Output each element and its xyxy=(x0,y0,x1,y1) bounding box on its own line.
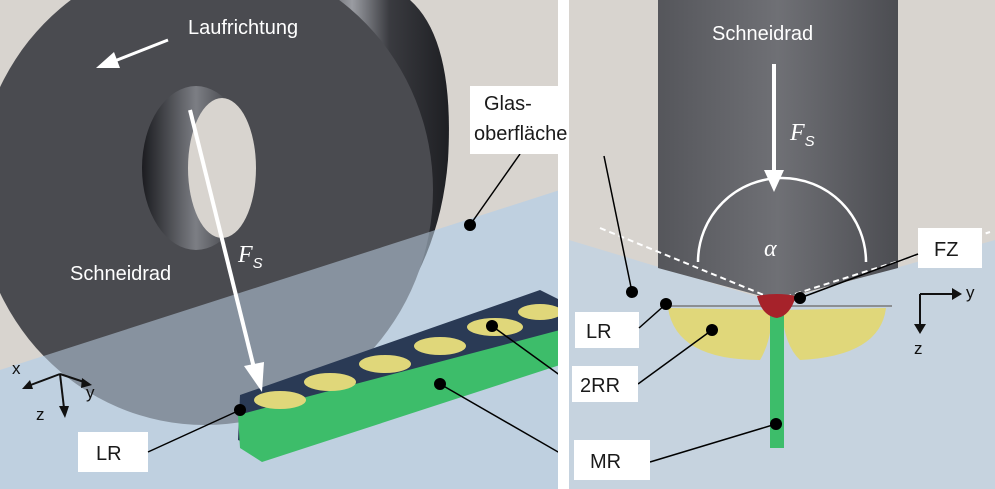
median-crack-right xyxy=(770,310,784,448)
fz-label-box xyxy=(918,228,982,268)
lr-label-right: LR xyxy=(586,321,612,343)
lr-leader-left xyxy=(147,409,241,453)
lateral-crack-lobes xyxy=(254,304,558,409)
fz-leader xyxy=(799,253,919,299)
axis-y-label-left: y xyxy=(86,383,95,402)
mr-marker-right xyxy=(770,418,782,430)
edge-line-left xyxy=(599,227,777,301)
panel-divider xyxy=(558,0,569,489)
rr-leader-right xyxy=(637,329,713,385)
force-arrowhead-right xyxy=(764,170,784,192)
lr-label-box-left xyxy=(78,432,148,472)
axes-left xyxy=(22,373,92,418)
lr-label-left: LR xyxy=(96,443,122,465)
force-symbol-right: FS xyxy=(789,120,815,150)
force-arrowhead-left xyxy=(244,362,264,392)
right-panel: α Schneidrad FS LR FZ xyxy=(569,0,995,489)
fz-label: FZ xyxy=(934,239,958,261)
lateral-crack-left xyxy=(668,308,772,360)
glass-label-box-top xyxy=(470,86,566,154)
force-symbol-left: FS xyxy=(237,242,263,272)
edge-line-right xyxy=(775,231,991,301)
rr-marker xyxy=(486,320,498,332)
mr-leader-right xyxy=(649,423,777,463)
wheel-label-left: Schneidrad xyxy=(70,263,171,285)
glass-marker-right xyxy=(626,286,638,298)
wheel-cross-section xyxy=(658,0,898,300)
fracture-zone xyxy=(757,294,796,318)
axes-right xyxy=(914,288,962,334)
direction-arrow xyxy=(111,38,169,64)
axis-z-label-left: z xyxy=(36,405,45,424)
glass-label-line1-top: Glas- xyxy=(484,93,532,115)
angle-arc xyxy=(696,176,868,263)
lr-marker-right xyxy=(660,298,672,310)
glass-leader xyxy=(469,153,521,226)
wheel-label-right: Schneidrad xyxy=(712,23,813,45)
lr-marker-left xyxy=(234,404,246,416)
glass-marker xyxy=(464,219,476,231)
direction-arrowhead xyxy=(96,52,120,68)
angle-symbol: α xyxy=(764,236,777,262)
force-arrow-left xyxy=(188,109,257,373)
glass-leader-right xyxy=(603,155,633,293)
wheel-bore-opening xyxy=(188,98,256,238)
lr-leader-right xyxy=(638,303,667,329)
glass-overlay xyxy=(0,190,558,489)
rr-leader xyxy=(491,325,558,375)
fz-marker xyxy=(794,292,806,304)
left-panel: Laufrichtung Schneidrad FS Glas- oberflä… xyxy=(0,0,558,489)
axis-x-label-left: x xyxy=(12,359,21,378)
lr-label-box-right xyxy=(575,312,639,348)
rr-marker-right xyxy=(706,324,718,336)
mr-marker-left xyxy=(434,378,446,390)
axis-y-label-right: y xyxy=(966,283,975,302)
median-crack-shape xyxy=(238,330,558,462)
rr-label-top: 2RR xyxy=(580,375,620,397)
mr-leader-left xyxy=(439,383,558,453)
direction-label: Laufrichtung xyxy=(188,17,298,39)
mr-label: MR xyxy=(590,451,621,473)
glass-label-line2-top: oberfläche xyxy=(474,123,567,145)
axis-z-label-right: z xyxy=(914,339,923,358)
lateral-crack-right xyxy=(782,308,886,360)
rr-label-box-top xyxy=(572,366,638,402)
mr-label-box xyxy=(574,440,650,480)
